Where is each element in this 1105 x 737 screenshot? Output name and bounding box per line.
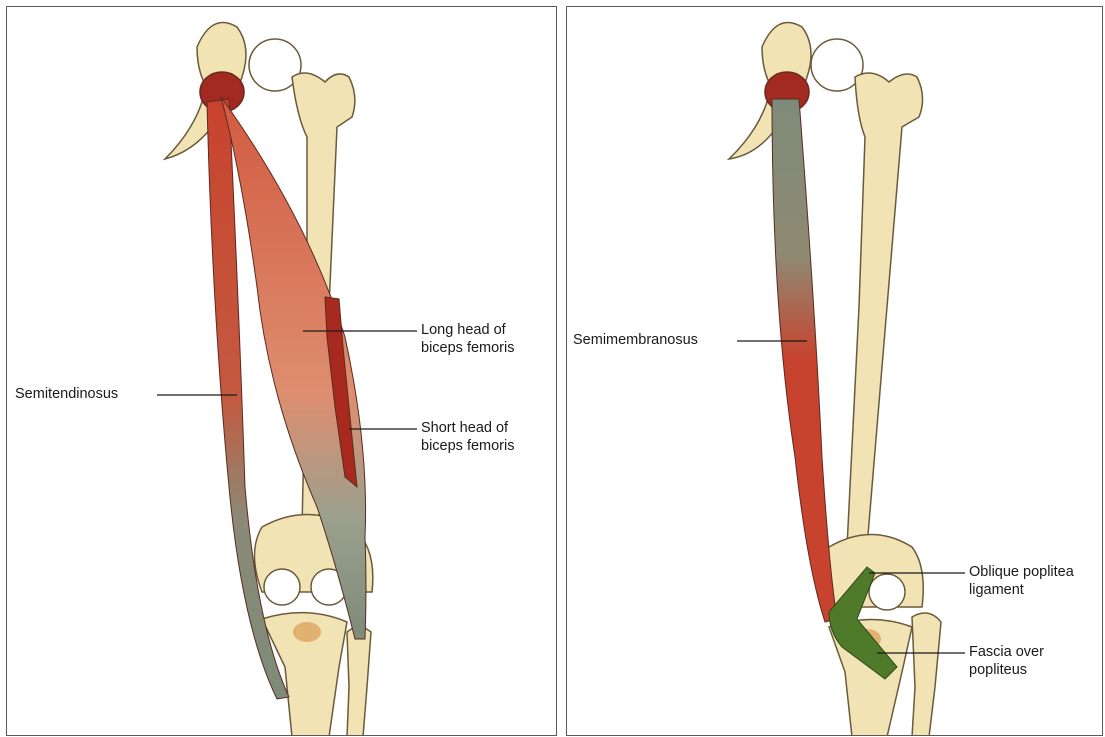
long-head-label: Long head of biceps femoris [421,321,514,357]
semitendinosus-label: Semitendinosus [15,385,118,403]
femur-bone [811,39,923,610]
fascia-label: Fascia over popliteus [969,643,1044,679]
oblique-ligament-label: Oblique poplitea ligament [969,563,1074,599]
right-anatomy-panel: Semimembranosus Oblique poplitea ligamen… [566,6,1103,736]
semimembranosus-illustration [567,7,1103,736]
short-head-label: Short head of biceps femoris [421,419,514,455]
hamstrings-illustration [7,7,557,736]
semimembranosus-muscle [772,99,837,622]
left-anatomy-panel: Long head of biceps femoris Semitendinos… [6,6,557,736]
semimembranosus-label: Semimembranosus [573,331,698,349]
